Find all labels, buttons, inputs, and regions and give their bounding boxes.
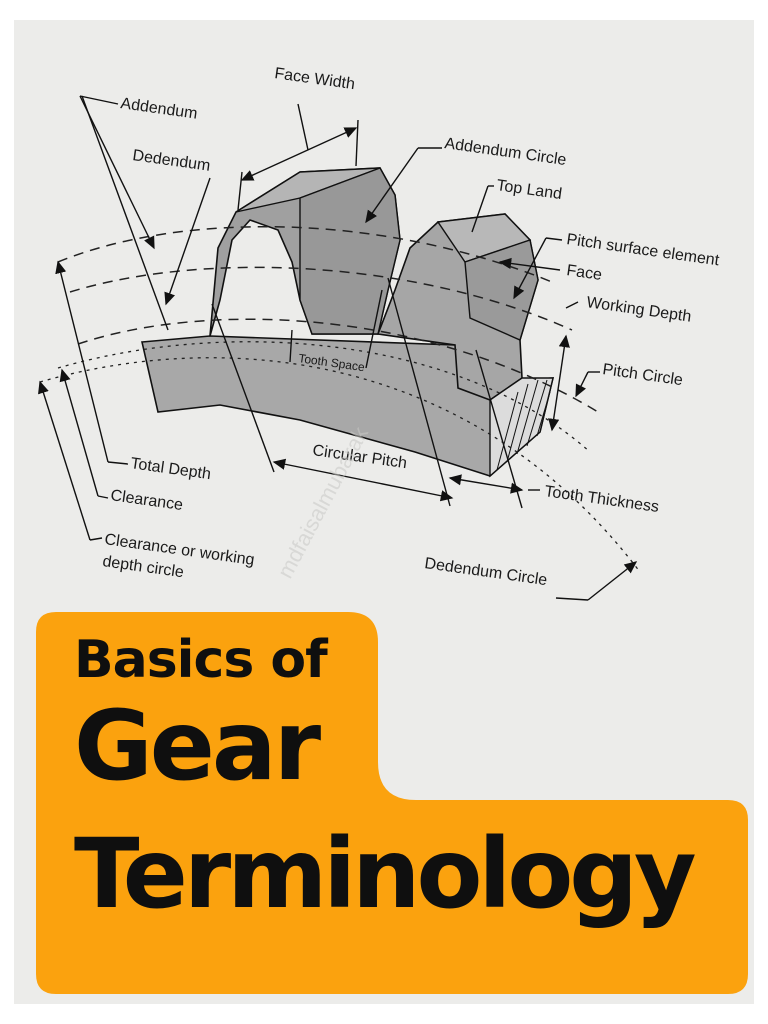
title-line-terminology: Terminology (74, 818, 697, 930)
title-line-gear: Gear (74, 690, 321, 802)
label-dedendum: Dedendum (131, 147, 211, 175)
label-pitch-surface-element: Pitch surface element (565, 231, 720, 269)
label-top-land: Top Land (495, 177, 563, 203)
gear-terminology-diagram: Addendum Dedendum Face Width Addendum Ci… (38, 65, 721, 601)
gear-tooth-left-face (299, 167, 401, 335)
label-face: Face (565, 262, 603, 284)
label-pitch-circle: Pitch Circle (601, 361, 684, 389)
label-working-depth: Working Depth (585, 294, 692, 326)
label-addendum: Addendum (119, 95, 198, 123)
label-clearance: Clearance (109, 487, 184, 514)
label-face-width: Face Width (273, 65, 356, 93)
label-dedendum-circle: Dedendum Circle (423, 555, 548, 589)
label-addendum-circle: Addendum Circle (443, 135, 567, 169)
title-banner (36, 612, 748, 994)
label-total-depth: Total Depth (129, 455, 212, 483)
title-line-basics-of: Basics of (74, 630, 328, 690)
label-tooth-thickness: Tooth Thickness (543, 483, 660, 516)
